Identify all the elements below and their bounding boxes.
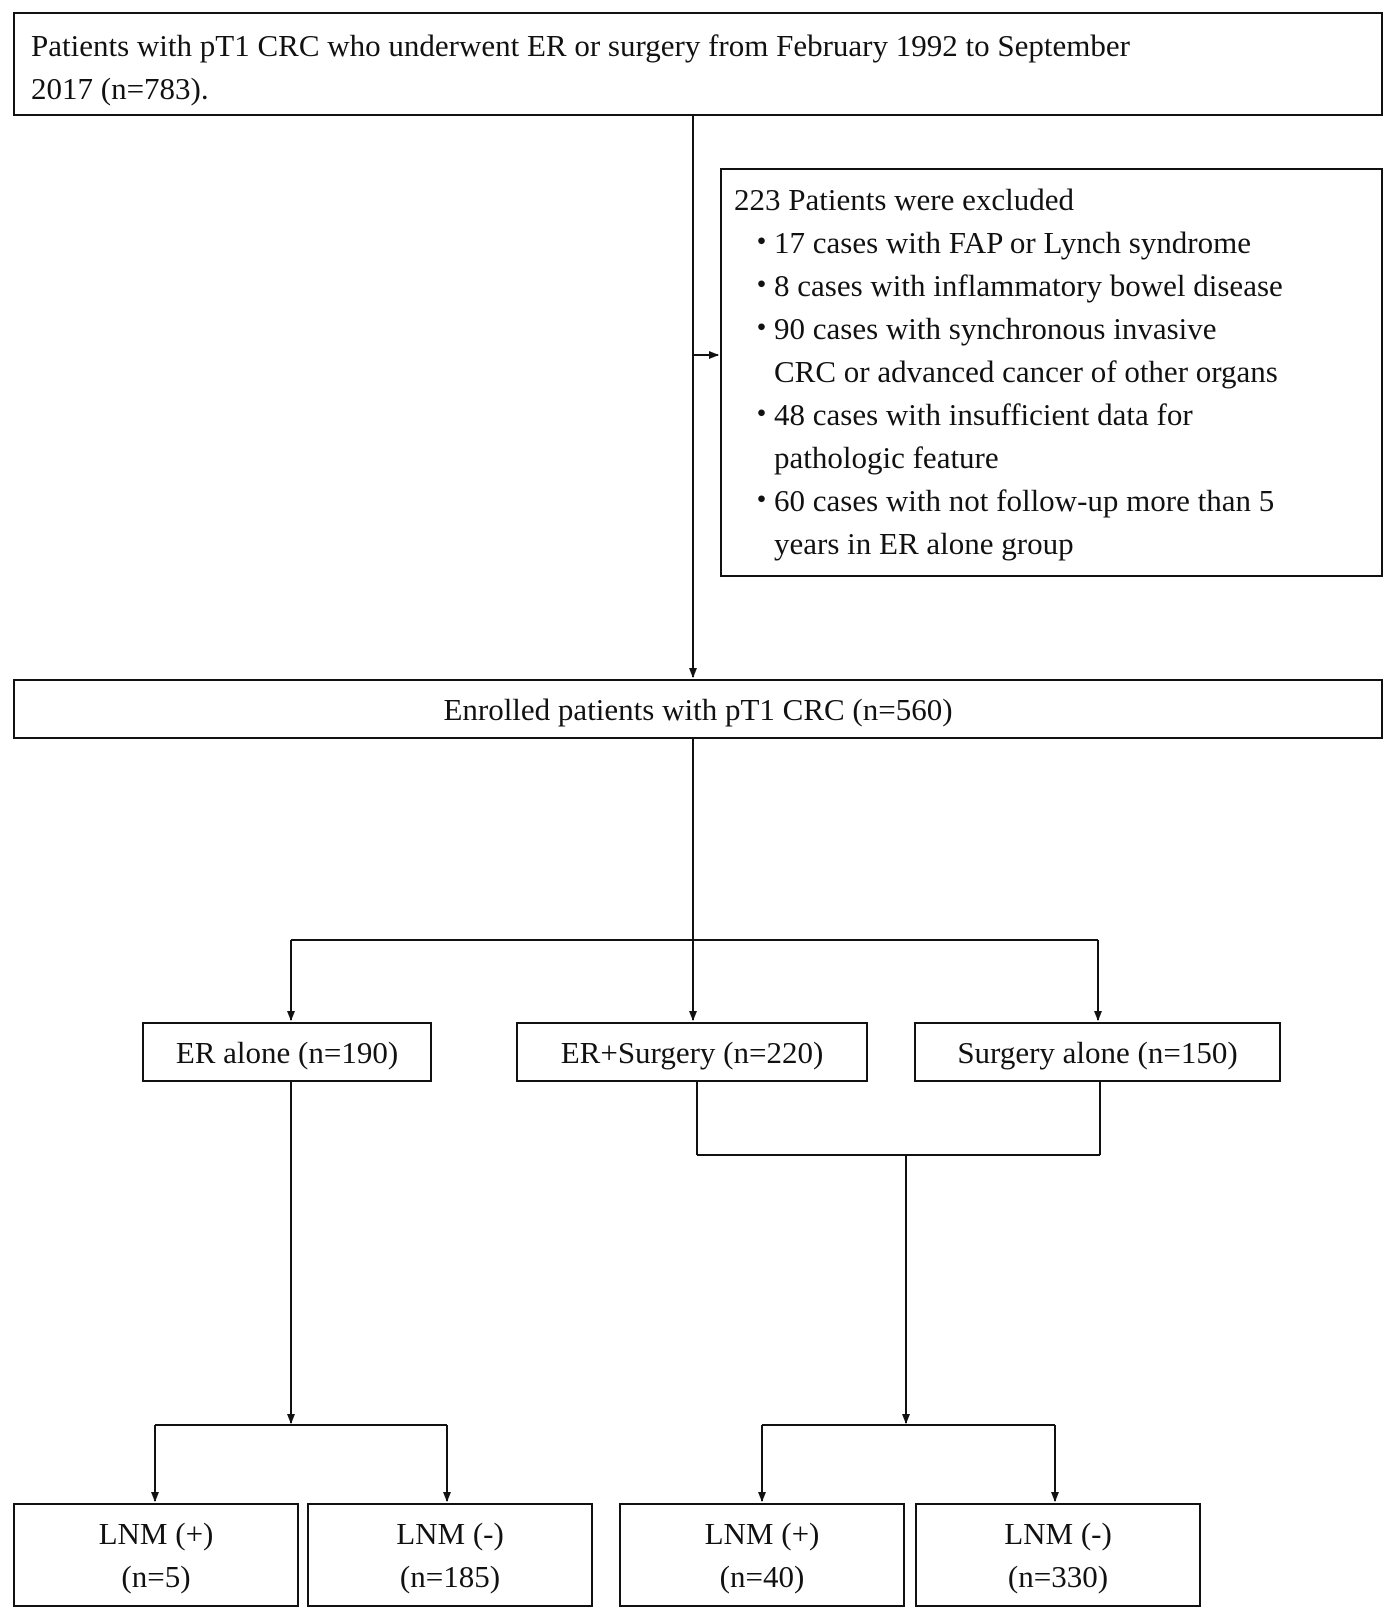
- bullet-icon: ・: [746, 225, 777, 260]
- er-surgery-label: ER+Surgery (n=220): [560, 1034, 824, 1070]
- exclusion-item: ・ 17 cases with FAP or Lynch syndrome: [734, 221, 1369, 264]
- surgery-alone-box: Surgery alone (n=150): [914, 1022, 1281, 1082]
- lnm-positive-er-alone-box: LNM (+) (n=5): [13, 1503, 299, 1607]
- exclusion-item: ・ 60 cases with not follow-up more than …: [734, 479, 1369, 565]
- er-surgery-box: ER+Surgery (n=220): [516, 1022, 868, 1082]
- lnm-label: LNM (+): [704, 1516, 820, 1551]
- lnm-label: LNM (+): [98, 1516, 214, 1551]
- lnm-count: (n=40): [719, 1559, 805, 1594]
- exclusion-box: 223 Patients were excluded ・ 17 cases wi…: [720, 168, 1383, 577]
- exclusion-item: ・ 90 cases with synchronous invasive CRC…: [734, 307, 1369, 393]
- bullet-icon: ・: [746, 311, 777, 346]
- lnm-label: LNM (-): [396, 1516, 504, 1551]
- exclusion-title: 223 Patients were excluded: [734, 182, 1075, 217]
- bullet-icon: ・: [746, 397, 777, 432]
- lnm-positive-surgical-box: LNM (+) (n=40): [619, 1503, 905, 1607]
- exclusion-item: ・ 48 cases with insufficient data for pa…: [734, 393, 1369, 479]
- source-population-line2: 2017 (n=783).: [31, 71, 209, 106]
- exclusion-item-line2: CRC or advanced cancer of other organs: [774, 354, 1278, 389]
- lnm-count: (n=185): [399, 1559, 501, 1594]
- surgery-alone-label: Surgery alone (n=150): [957, 1034, 1238, 1070]
- exclusion-item-line1: 17 cases with FAP or Lynch syndrome: [774, 225, 1252, 260]
- lnm-negative-er-alone-box: LNM (-) (n=185): [307, 1503, 593, 1607]
- exclusion-item-line1: 8 cases with inflammatory bowel disease: [774, 268, 1283, 303]
- exclusion-item-line1: 48 cases with insufficient data for: [774, 397, 1193, 432]
- er-alone-label: ER alone (n=190): [175, 1034, 399, 1070]
- exclusion-item-line1: 90 cases with synchronous invasive: [774, 311, 1217, 346]
- source-population-box: Patients with pT1 CRC who underwent ER o…: [13, 12, 1383, 116]
- exclusion-list: ・ 17 cases with FAP or Lynch syndrome ・ …: [734, 221, 1369, 565]
- bullet-icon: ・: [746, 268, 777, 303]
- exclusion-item: ・ 8 cases with inflammatory bowel diseas…: [734, 264, 1369, 307]
- lnm-negative-surgical-box: LNM (-) (n=330): [915, 1503, 1201, 1607]
- source-population-line1: Patients with pT1 CRC who underwent ER o…: [31, 28, 1130, 63]
- enrolled-box: Enrolled patients with pT1 CRC (n=560): [13, 679, 1383, 739]
- er-alone-box: ER alone (n=190): [142, 1022, 432, 1082]
- enrolled-label: Enrolled patients with pT1 CRC (n=560): [443, 691, 953, 727]
- exclusion-item-line2: pathologic feature: [774, 440, 999, 475]
- exclusion-item-line2: years in ER alone group: [774, 526, 1074, 561]
- lnm-label: LNM (-): [1004, 1516, 1112, 1551]
- exclusion-item-line1: 60 cases with not follow-up more than 5: [774, 483, 1275, 518]
- lnm-count: (n=330): [1007, 1559, 1109, 1594]
- bullet-icon: ・: [746, 483, 777, 518]
- lnm-count: (n=5): [121, 1559, 191, 1594]
